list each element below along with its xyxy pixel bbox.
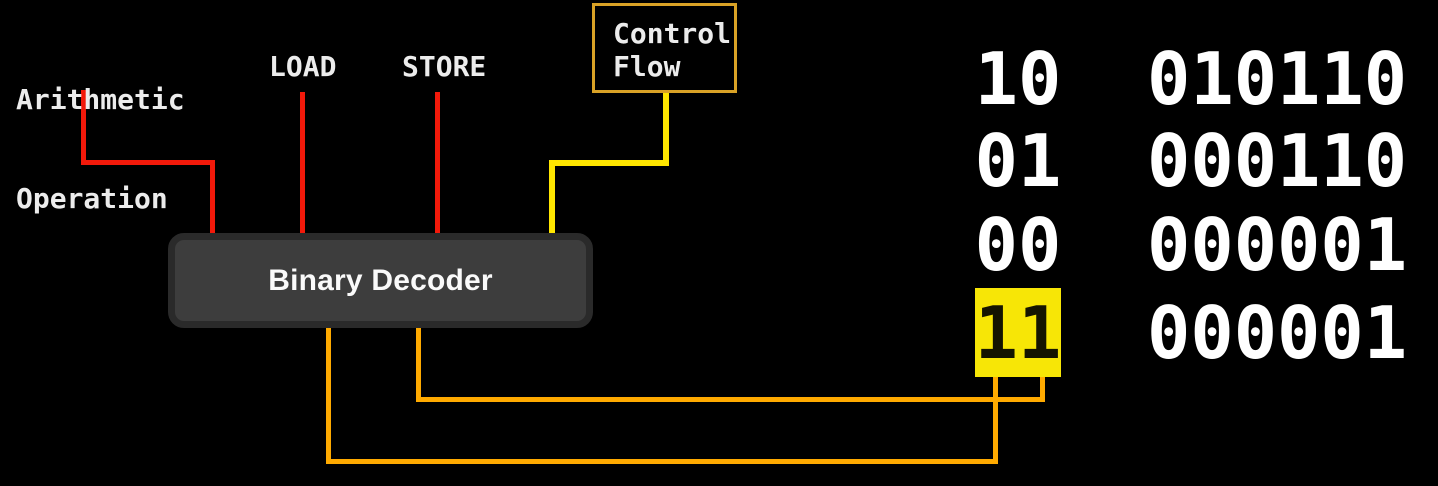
instruction-cell: 000001 [1147,202,1408,287]
control-flow-wire-segment-down [663,93,669,166]
instruction-cell: 010110 [1147,36,1408,121]
store-wire [435,92,440,237]
load-wire [300,92,305,237]
binary-decoder-box: Binary Decoder [168,233,593,328]
control-flow-label-line1: Control [613,17,732,50]
control-flow-wire-segment-to-decoder [549,160,555,237]
input-label-arithmetic-operation: Arithmetic Operation [16,17,185,281]
arithmetic-label-line2: Operation [16,182,168,215]
control-flow-label-line2: Flow [613,50,681,83]
input-label-load: LOAD [269,50,337,83]
control-flow-box: Control Flow [592,3,737,93]
output-wire-a-segment-across [326,459,998,464]
output-wire-b-segment-across [416,397,1045,402]
opcode-cell: 00 [974,202,1062,287]
opcode-cell-highlighted: 11 [975,288,1061,377]
instruction-cell: 000110 [1147,118,1408,203]
control-flow-wire-segment-across [549,160,669,166]
input-label-store: STORE [402,50,487,83]
arithmetic-wire-segment-down [81,90,86,165]
output-wire-b-segment-down [416,328,421,402]
arithmetic-wire-segment-across [81,160,215,165]
instruction-cell: 000001 [1147,290,1408,375]
output-wire-b-segment-to-opcode [1040,377,1045,402]
output-wire-a-segment-down [326,328,331,464]
opcode-cell: 01 [974,118,1062,203]
output-wire-a-segment-to-opcode [993,377,998,464]
opcode-cell: 10 [974,36,1062,121]
arithmetic-wire-segment-to-decoder [210,160,215,237]
arithmetic-label-line1: Arithmetic [16,83,185,116]
binary-decoder-label: Binary Decoder [268,263,493,297]
